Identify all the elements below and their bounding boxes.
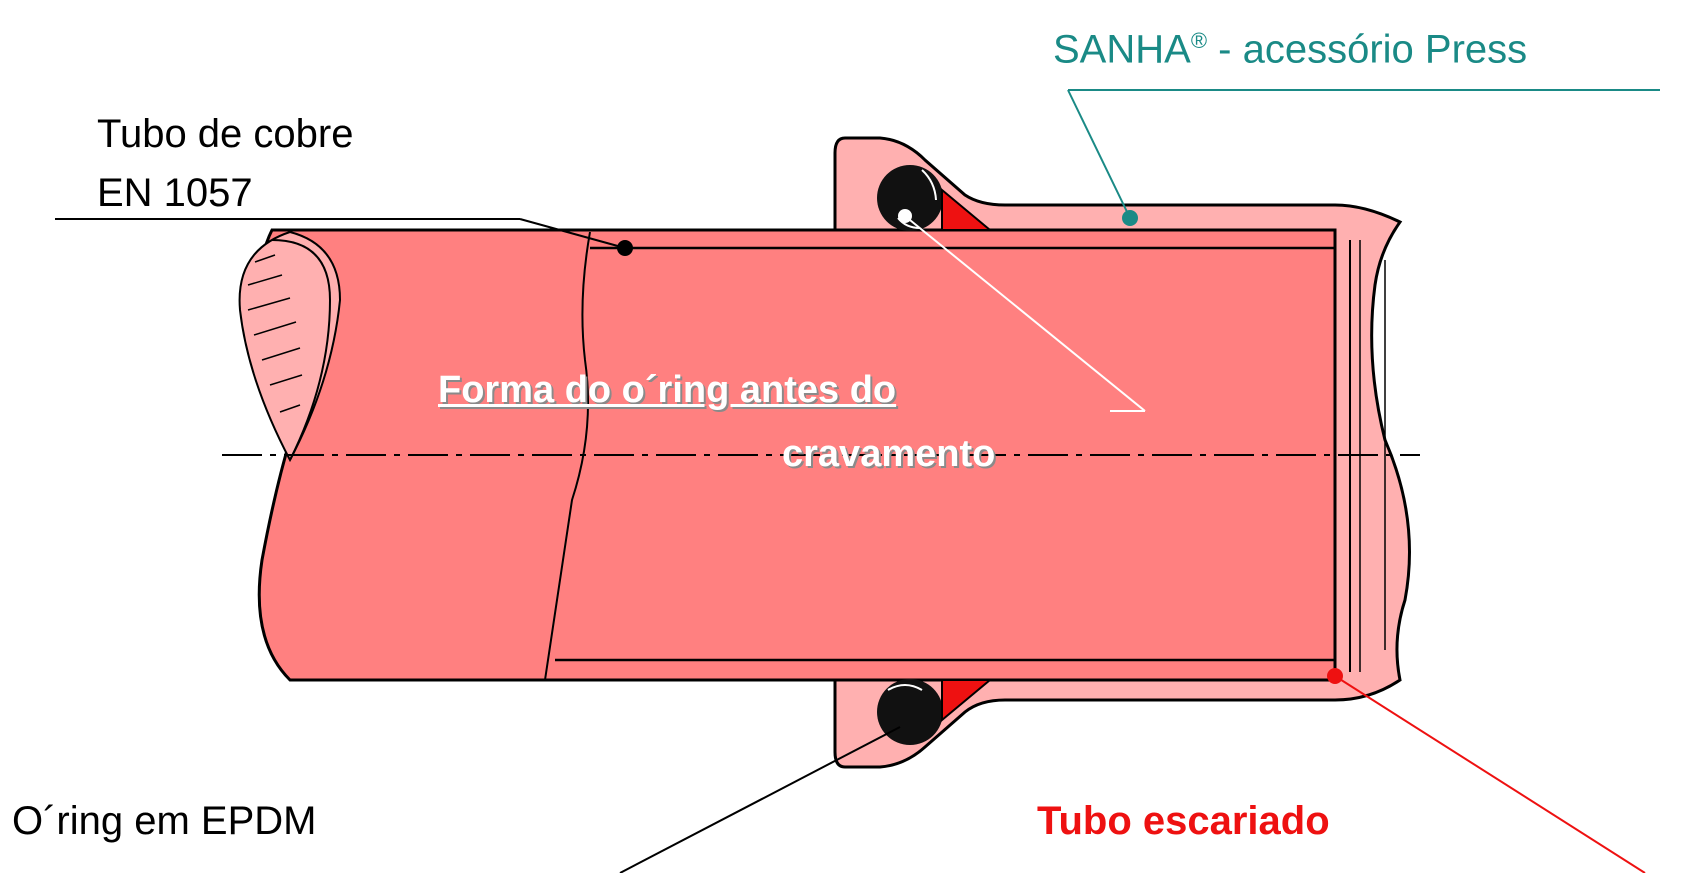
hatch-lines: [247, 254, 303, 413]
fitting-suffix: - acessório Press: [1207, 27, 1528, 72]
seal-wedge-top: [941, 187, 993, 231]
oring-material-label: O´ring em EPDM: [12, 799, 317, 843]
oring-shape-label-line2: cravamento: [782, 433, 996, 475]
oring-top: [877, 165, 943, 231]
seal-wedge-bottom: [941, 679, 993, 723]
reamed-pipe-label: Tubo escariado: [1037, 799, 1330, 843]
oring-bottom: [877, 679, 943, 745]
fitting-label: SANHA® - acessório Press: [1053, 17, 1527, 73]
fitting-name: SANHA: [1053, 27, 1191, 72]
registered-mark: ®: [1190, 28, 1208, 53]
pipe-label-line2: EN 1057: [97, 171, 253, 215]
pipe-break-line: [544, 231, 591, 681]
pipe-label-line1: Tubo de cobre: [97, 112, 354, 156]
oring-shape-label-line1: Forma do o´ring antes do: [438, 369, 897, 411]
